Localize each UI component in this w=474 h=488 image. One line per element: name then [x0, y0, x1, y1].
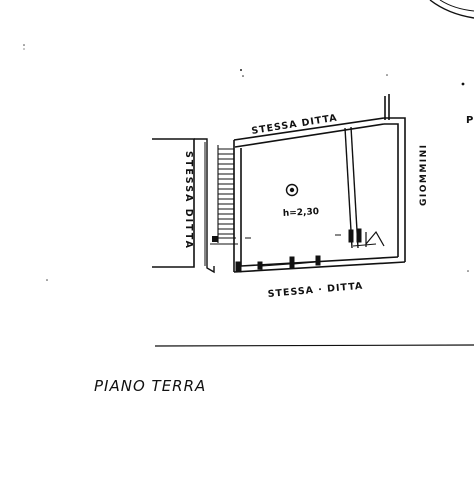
interior-partition	[344, 126, 359, 249]
circled-dot-icon	[285, 183, 299, 197]
ceiling-height-label: h=2,30	[283, 207, 320, 219]
edge-letter: P	[466, 115, 473, 126]
left-neighbour-wall-outer	[194, 138, 215, 274]
speck	[46, 279, 48, 281]
speck	[23, 44, 25, 46]
floor-title: PIANO TERRA	[94, 377, 207, 395]
corner-arc-inner	[439, 0, 474, 12]
speck	[467, 270, 469, 272]
corner-arc	[429, 0, 474, 19]
speck	[242, 75, 244, 77]
speck	[240, 69, 242, 71]
speck	[386, 74, 388, 76]
label-bottom-neighbour: STESSA · DITTA	[267, 281, 363, 300]
speck	[23, 48, 25, 50]
speck	[461, 82, 465, 86]
label-right-neighbour: GIOMMINI	[419, 143, 429, 206]
separator-rule	[154, 344, 474, 347]
left-neighbour-wall	[152, 138, 195, 268]
bottom-wall-openings	[235, 228, 385, 273]
label-left-neighbour: STESSA DITTA	[183, 151, 194, 250]
